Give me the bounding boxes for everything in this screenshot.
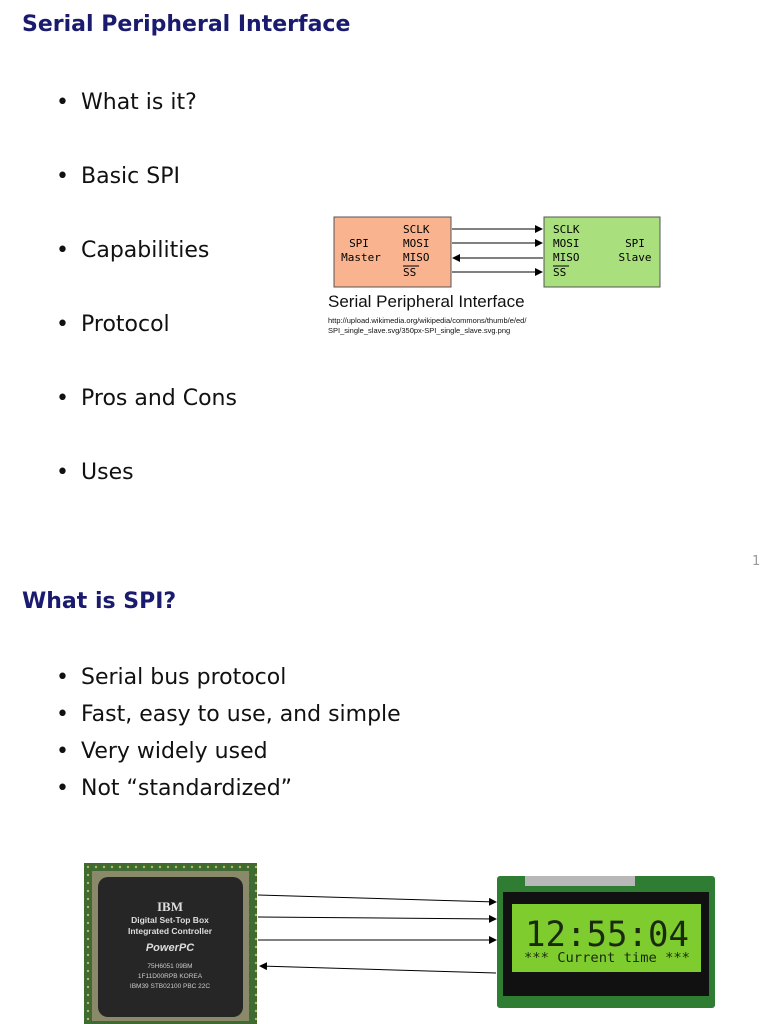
chip-code3: IBM39 STB02100 PBC 22C — [130, 983, 211, 990]
spi-diagram: SPI Master SCLK MOSI MISO SS SCLK MOSI M… — [333, 216, 661, 288]
connection-line-4 — [259, 962, 497, 974]
master-signal-mosi: MOSI — [403, 237, 430, 250]
slide2-bullet-list: Serial bus protocol Fast, easy to use, a… — [54, 663, 401, 811]
slave-signal-ss: SS — [553, 266, 566, 279]
slide1-bullet-list: What is it? Basic SPI Capabilities Proto… — [54, 88, 237, 532]
chip-code2: 1F11D00RPB KOREA — [138, 973, 203, 980]
slide1-title: Serial Peripheral Interface — [22, 12, 351, 37]
lcd-current-time-line: *** Current time *** — [524, 951, 690, 966]
page-number: 1 — [752, 554, 761, 569]
chip-brand: IBM — [157, 899, 183, 914]
chip-package — [98, 877, 243, 1017]
bullet-uses: Uses — [54, 458, 237, 532]
slave-label-line2: Slave — [618, 251, 651, 264]
url-line-2: SPI_single_slave.svg/350px-SPI_single_sl… — [328, 326, 511, 335]
slave-label-line1: SPI — [625, 237, 645, 250]
lcd-module-photo: 12:55:04 *** Current time *** — [497, 876, 715, 1008]
chip-line2: Integrated Controller — [128, 926, 213, 936]
powerpc-logo: PowerPC — [146, 942, 195, 954]
master-signal-sclk: SCLK — [403, 223, 430, 236]
diagram-source-url: http://upload.wikimedia.org/wikipedia/co… — [328, 316, 526, 336]
bullet-widely-used: Very widely used — [54, 737, 401, 774]
diagram-caption: Serial Peripheral Interface — [328, 292, 525, 311]
url-line-1: http://upload.wikimedia.org/wikipedia/co… — [328, 316, 527, 325]
bullet-pros-and-cons: Pros and Cons — [54, 384, 237, 458]
master-label-line1: SPI — [349, 237, 369, 250]
master-signal-ss: SS — [403, 266, 416, 279]
spi-master-box — [333, 216, 452, 288]
bullet-basic-spi: Basic SPI — [54, 162, 237, 236]
slave-signal-miso: MISO — [553, 251, 580, 264]
connection-line-2 — [257, 914, 497, 923]
slide2-title: What is SPI? — [22, 589, 177, 614]
bullet-capabilities: Capabilities — [54, 236, 237, 310]
lcd-time-display: 12:55:04 — [525, 915, 689, 955]
connection-line-1 — [257, 894, 497, 906]
slave-signal-mosi: MOSI — [553, 237, 580, 250]
chip-code1: 75H6051 09BM — [147, 963, 192, 970]
bullet-protocol: Protocol — [54, 310, 237, 384]
bullet-what-is-it: What is it? — [54, 88, 237, 162]
bullet-not-standardized: Not “standardized” — [54, 774, 401, 811]
bullet-serial-bus-protocol: Serial bus protocol — [54, 663, 401, 700]
bullet-fast-easy-simple: Fast, easy to use, and simple — [54, 700, 401, 737]
ibm-chip-photo: IBM Digital Set-Top Box Integrated Contr… — [84, 863, 257, 1024]
master-label-line2: Master — [341, 251, 381, 264]
slave-signal-sclk: SCLK — [553, 223, 580, 236]
lcd-screen — [512, 904, 701, 972]
spi-slave-box — [543, 216, 661, 288]
lcd-header-pins — [525, 876, 635, 886]
chip-to-lcd-connections — [257, 894, 497, 974]
master-signal-miso: MISO — [403, 251, 430, 264]
chip-line1: Digital Set-Top Box — [131, 915, 209, 925]
